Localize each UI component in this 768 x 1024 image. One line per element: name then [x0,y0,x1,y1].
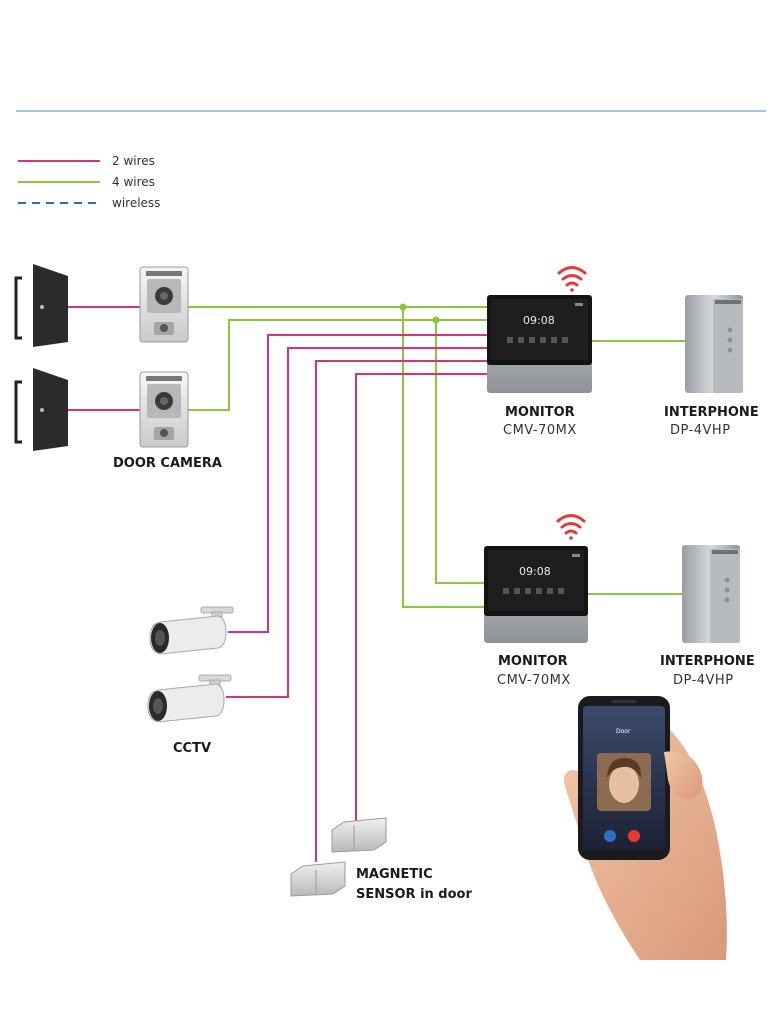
interphone-icon [682,545,740,643]
door-icon [14,368,68,451]
monitor-1-model: CMV-70MX [503,423,577,438]
wire-cctv1-monitor1 [228,334,487,633]
monitor-2-model: CMV-70MX [497,673,571,688]
wire-sensor1-monitor1 [315,360,487,862]
legend-label-wireless: wireless [112,196,160,210]
cctv-camera-icon [149,606,234,655]
interphone-2-title: INTERPHONE [660,654,755,669]
door-icon [14,264,68,347]
door-camera-label: DOOR CAMERA [113,456,222,471]
legend-label-4-wires: 4 wires [112,175,155,189]
wire-branch-a-monitor2 [402,307,484,608]
legend: 2 wires 4 wires wireless [18,154,160,210]
interphone-2-model: DP-4VHP [673,673,734,688]
junction-b [432,316,440,324]
wires [68,303,685,862]
wire-camera2-monitor1 [188,319,487,411]
cctv-camera-icon [147,674,232,723]
interphone-1-model: DP-4VHP [670,423,731,438]
phone-caller-name: Door [616,728,631,735]
wifi-icon [557,266,587,292]
junction-a [399,303,407,311]
magnetic-sensor-icon [331,817,387,853]
wifi-icon [556,514,586,540]
monitor-icon: 09:08 [484,546,588,643]
hand-thumb [664,751,703,800]
monitor-icon: 09:08 [487,295,592,393]
wire-branch-b-monitor2 [435,320,484,584]
magnetic-sensor-icon [290,861,346,897]
smartphone-icon: Door [578,696,670,860]
monitor-2-title: MONITOR [498,654,568,669]
interphone-1-title: INTERPHONE [664,405,759,420]
wire-sensor2-monitor1 [355,373,487,826]
cctv-label: CCTV [173,741,211,756]
door-camera-icon [139,371,189,448]
wire-cctv2-monitor1 [226,347,487,698]
interphone-icon [685,295,743,393]
sensor-label-line1: MAGNETIC [356,867,433,882]
monitor-2-clock: 09:08 [519,565,551,578]
door-camera-icon [139,266,189,343]
monitor-1-clock: 09:08 [523,314,555,327]
legend-label-2-wires: 2 wires [112,154,155,168]
monitor-1-title: MONITOR [505,405,575,420]
sensor-label-line2: SENSOR in door [356,887,472,902]
